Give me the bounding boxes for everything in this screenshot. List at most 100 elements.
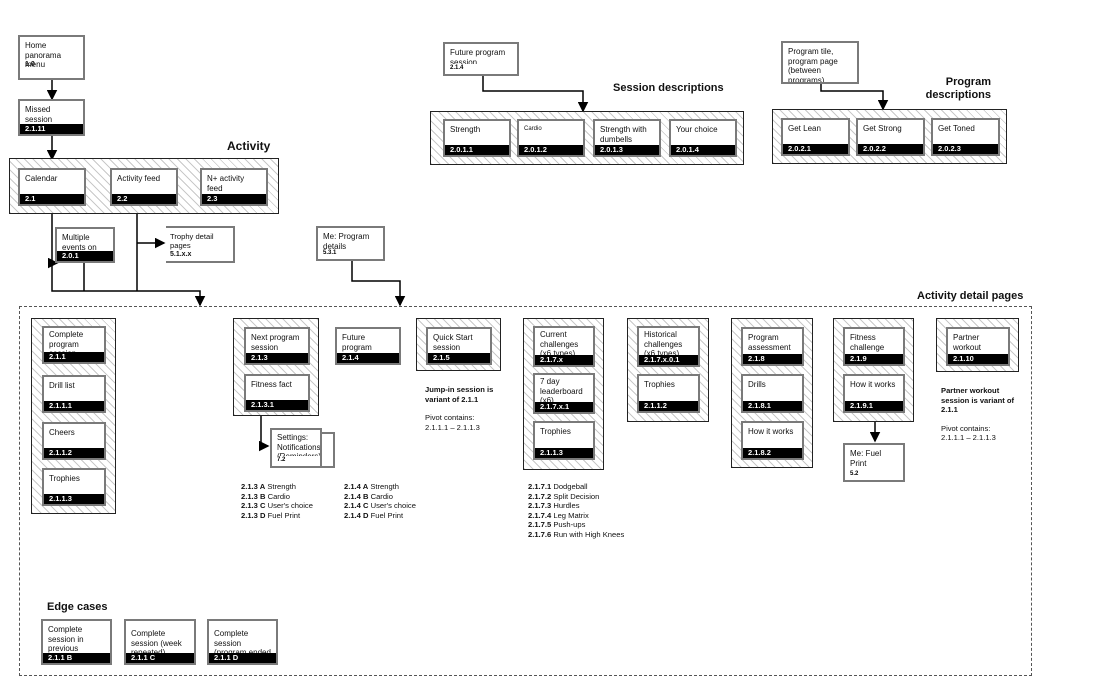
challenge-row-text: Split Decision — [551, 491, 600, 501]
fitness-fact-node[interactable]: Fitness fact 2.1.3.1 — [244, 374, 310, 412]
arrow-activity-to-detail — [51, 263, 206, 307]
historical-challenges-node[interactable]: Historical challenges (x6 types) 2.1.7.x… — [637, 326, 700, 367]
variant-row-code: 2.1.4 C — [344, 501, 369, 510]
challenge-row: 2.1.7.1 Dodgeball — [528, 482, 624, 492]
challenge-row-text: Hurdles — [551, 501, 580, 510]
challenge-row: 2.1.7.3 Hurdles — [528, 501, 624, 511]
variant-row: 2.1.3 A Strength — [241, 482, 313, 492]
challenge-row-code: 2.1.7.2 — [528, 491, 552, 501]
drills-node[interactable]: Drills 2.1.8.1 — [741, 374, 804, 413]
variant-row-text: Fuel Print — [265, 510, 301, 520]
get-strong-node[interactable]: Get Strong 2.0.2.2 — [856, 118, 925, 156]
how-it-works-a-node[interactable]: How it works 2.1.8.2 — [741, 421, 804, 460]
variant-row: 2.1.4 A Strength — [344, 482, 416, 492]
activity-title: Activity — [227, 139, 271, 153]
challenge-row: 2.1.7.4 Leg Matrix — [528, 511, 624, 521]
variant-row: 2.1.3 C User's choice — [241, 501, 313, 511]
partner-workout-note: Partner workout session is variant of 2.… — [941, 386, 1015, 442]
your-choice-node[interactable]: Your choice 2.0.1.4 — [669, 119, 737, 157]
variant-row-code: 2.1.3 C — [241, 501, 266, 510]
edge-previous-program-node[interactable]: Complete session in previous program 2.1… — [41, 619, 112, 665]
trophies-c-node[interactable]: Trophies 2.1.1.2 — [637, 374, 700, 413]
leaderboard-node[interactable]: 7 day leaderboard (x6) 2.1.7.x.1 — [533, 373, 595, 414]
program-tile-node[interactable]: Program tile, program page (between prog… — [781, 41, 859, 84]
variant-row-code: 2.1.3 A — [241, 482, 266, 491]
variant-row: 2.1.4 B Cardio — [344, 492, 416, 502]
activity-detail-pages-title: Activity detail pages — [917, 290, 1024, 302]
cheers-node[interactable]: Cheers 2.1.1.2 — [42, 422, 106, 460]
jump-in-note: Jump-in session is variant of 2.1.1 Pivo… — [425, 385, 494, 432]
challenge-row-code: 2.1.7.5 — [528, 520, 552, 529]
quick-start-node[interactable]: Quick Start session 2.1.5 — [426, 327, 492, 365]
challenge-row-code: 2.1.7.6 — [528, 529, 552, 539]
trophy-detail-label[interactable]: Trophy detail pages 5.1.x.x — [170, 232, 214, 258]
future-program-session-node[interactable]: Future program session 2.1.4 — [335, 327, 401, 365]
strength-dumbells-node[interactable]: Strength with dumbells 2.0.1.3 — [593, 119, 661, 157]
trophy-detail-bracket — [166, 226, 235, 263]
variant-row: 2.1.4 C User's choice — [344, 501, 416, 511]
cardio-node[interactable]: Cardio 2.0.1.2 — [517, 119, 585, 157]
missed-session-node[interactable]: Missed session (Conditional) 2.1.11 — [18, 99, 85, 136]
home-panorama-node[interactable]: Home panorama menu — [18, 35, 85, 80]
arrow-tile-to-programs — [820, 84, 889, 111]
variant-row-code: 2.1.3 D — [241, 510, 266, 520]
challenge-row: 2.1.7.2 Split Decision — [528, 492, 624, 502]
variant-row-text: User's choice — [368, 501, 416, 510]
current-challenges-node[interactable]: Current challenges (x6 types) 2.1.7.x — [533, 326, 595, 367]
me-program-details-node[interactable]: Me: Program details 5.3.1 — [316, 226, 385, 261]
variant-row-text: Cardio — [368, 491, 393, 501]
program-assessment-node[interactable]: Program assessment 2.1.8 — [741, 327, 804, 366]
challenge-row: 2.1.7.5 Push-ups — [528, 520, 624, 530]
activity-feed-node[interactable]: Activity feed 2.2 — [110, 168, 178, 206]
fitness-challenge-node[interactable]: Fitness challenge 2.1.9 — [843, 327, 905, 366]
variant-row-code: 2.1.4 D — [344, 510, 369, 520]
variant-row-code: 2.1.4 A — [344, 482, 369, 491]
challenge-row-code: 2.1.7.4 — [528, 510, 552, 520]
multiple-events-node[interactable]: Multiple events on one date 2.0.1 — [55, 227, 115, 263]
get-lean-node[interactable]: Get Lean 2.0.2.1 — [781, 118, 850, 156]
settings-notifications-node[interactable]: Settings: Notifications (Reminders) 7.2 — [270, 428, 322, 468]
edge-cases-title: Edge cases — [47, 601, 108, 613]
variant-row: 2.1.3 D Fuel Print — [241, 511, 313, 521]
challenge-row-text: Dodgeball — [551, 482, 588, 491]
session-descriptions-title: Session descriptions — [613, 82, 724, 94]
drill-list-node[interactable]: Drill list 2.1.1.1 — [42, 375, 106, 413]
trophies-b-node[interactable]: Trophies 2.1.1.3 — [533, 421, 595, 460]
calendar-node[interactable]: Calendar 2.1 — [18, 168, 86, 206]
arrow-future-to-sessions — [482, 76, 589, 113]
challenge-row-text: Leg Matrix — [551, 510, 589, 520]
challenge-row-text: Push-ups — [551, 520, 586, 529]
variant-row-text: Strength — [265, 482, 297, 491]
get-toned-node[interactable]: Get Toned 2.0.2.3 — [931, 118, 1000, 156]
n-activity-feed-node[interactable]: N+ activity feed 2.3 — [200, 168, 268, 206]
variant-row: 2.1.4 D Fuel Print — [344, 511, 416, 521]
partner-workout-node[interactable]: Partner workout 2.1.10 — [946, 327, 1010, 366]
me-fuel-print-node[interactable]: Me: Fuel Print 5.2 — [843, 443, 905, 482]
home-panorama-id: 1.0 — [25, 61, 35, 68]
edge-program-ended-node[interactable]: Complete session (program ended early) 2… — [207, 619, 278, 665]
how-it-works-b-node[interactable]: How it works 2.1.9.1 — [843, 374, 905, 413]
complete-program-session-node[interactable]: Complete program session 2.1.1 — [42, 326, 106, 364]
variant-row-code: 2.1.3 B — [241, 491, 266, 501]
variant-row-text: Strength — [368, 482, 400, 491]
arrow-fitness-to-settings — [259, 414, 270, 452]
next-program-session-node[interactable]: Next program session 2.1.3 — [244, 327, 310, 365]
strength-node[interactable]: Strength 2.0.1.1 — [443, 119, 511, 157]
challenge-row-code: 2.1.7.1 — [528, 482, 552, 491]
activity-detail-pages-area — [19, 306, 1032, 676]
arrow-me-to-detail — [351, 261, 406, 307]
challenge-row-code: 2.1.7.3 — [528, 501, 552, 510]
variant-row: 2.1.3 B Cardio — [241, 492, 313, 502]
edge-week-repeated-node[interactable]: Complete session (week repeated) 2.1.1 C — [124, 619, 196, 665]
variant-row-text: User's choice — [265, 501, 313, 510]
future-program-top-node[interactable]: Future program session 2.1.4 — [443, 42, 519, 76]
trophies-a-node[interactable]: Trophies 2.1.1.3 — [42, 468, 106, 506]
variant-row-code: 2.1.4 B — [344, 491, 369, 501]
program-descriptions-title: Program descriptions — [925, 76, 991, 101]
variant-row-text: Fuel Print — [368, 510, 404, 520]
challenge-row-text: Run with High Knees — [551, 529, 625, 539]
